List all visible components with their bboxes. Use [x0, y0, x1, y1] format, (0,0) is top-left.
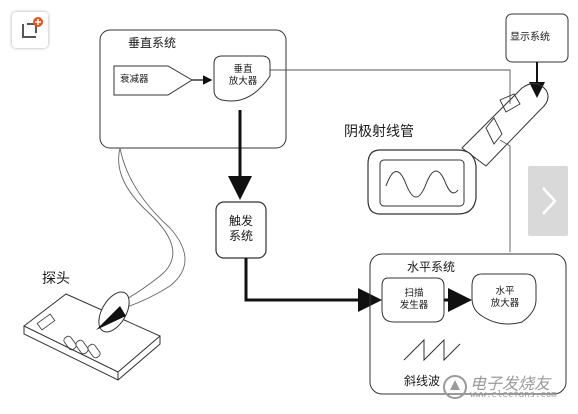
vertical-system-title: 垂直系统 — [128, 36, 177, 50]
watermark-text: 电子发烧友 — [470, 374, 551, 393]
vertical-amplifier-shape — [213, 55, 271, 102]
attenuator-shape — [113, 65, 193, 96]
trigger-line2: 系统 — [228, 229, 253, 243]
crt-label: 阴极射线管 — [344, 124, 414, 140]
ramp-label: 斜线波 — [404, 374, 441, 388]
horizontal-system-title: 水平系统 — [407, 260, 456, 274]
vertical-amplifier-line1: 垂直 — [233, 64, 253, 75]
trigger-line1: 触发 — [228, 214, 253, 228]
trigger-system-label: 触发 系统 — [218, 214, 264, 244]
horizontal-amplifier-line2: 放大器 — [490, 298, 520, 309]
sweep-generator-label: 扫描 发生器 — [386, 288, 442, 312]
horizontal-amplifier-label: 水平 放大器 — [478, 286, 532, 310]
crop-plus-icon — [22, 17, 43, 38]
attenuator-label: 衰减器 — [120, 74, 149, 85]
sweep-generator-shape — [381, 277, 445, 323]
chevron-right-icon — [542, 187, 557, 215]
horizontal-signal-line — [499, 139, 511, 252]
probe-board — [23, 293, 161, 381]
trigger-system-box — [215, 201, 267, 259]
probe-cable — [117, 147, 174, 305]
sweep-generator-line1: 扫描 — [404, 288, 424, 299]
vertical-amplifier-label: 垂直 放大器 — [220, 64, 266, 88]
sweep-generator-line2: 发生器 — [399, 300, 429, 311]
watermark-url: www.elecfans.com — [470, 390, 557, 400]
display-system-label: 显示系统 — [510, 32, 550, 43]
crop-button[interactable] — [12, 12, 48, 48]
vertical-signal-line — [270, 69, 511, 104]
probe-tip — [96, 291, 130, 333]
horizontal-system-frame — [369, 253, 567, 395]
trigger-to-sweep-line — [244, 258, 368, 302]
vertical-system-frame — [99, 29, 287, 149]
probe-cable-2 — [119, 147, 186, 309]
ramp-waveform — [403, 338, 461, 362]
horizontal-amplifier-shape — [471, 273, 537, 325]
next-image-button[interactable] — [528, 166, 568, 236]
crt-tube — [367, 83, 549, 215]
vertical-amplifier-line2: 放大器 — [228, 76, 258, 87]
probe-label: 探头 — [42, 271, 70, 287]
horizontal-amplifier-line1: 水平 — [495, 286, 515, 297]
elecfans-logo-icon — [443, 375, 467, 399]
watermark: 电子发烧友 www.elecfans.com — [440, 368, 572, 406]
